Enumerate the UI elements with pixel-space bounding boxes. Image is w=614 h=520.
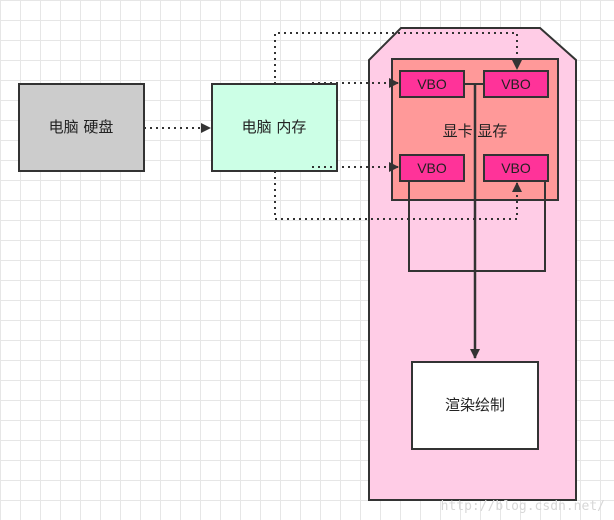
watermark: http://blog.csdn.net/ xyxy=(441,499,605,514)
node-render[interactable]: 渲染绘制 xyxy=(411,361,539,450)
edge-memory-to-vbo-4 xyxy=(274,171,522,220)
edge-memory-to-vbo-2 xyxy=(274,32,522,84)
vbo-4-label: VBO xyxy=(501,160,531,176)
node-disk[interactable]: 电脑 硬盘 xyxy=(18,83,145,172)
vbo-4[interactable]: VBO xyxy=(483,154,549,182)
vbo-1-label: VBO xyxy=(417,76,447,92)
vbo-2-label: VBO xyxy=(501,76,531,92)
node-memory-label: 电脑 内存 xyxy=(242,118,307,136)
vbo-1[interactable]: VBO xyxy=(399,70,465,98)
vbo-2[interactable]: VBO xyxy=(483,70,549,98)
node-disk-label: 电脑 硬盘 xyxy=(49,118,114,136)
connector-vbo-4-loop xyxy=(475,180,546,272)
node-memory[interactable]: 电脑 内存 xyxy=(211,83,338,172)
node-render-label: 渲染绘制 xyxy=(445,396,505,414)
vbo-3-label: VBO xyxy=(417,160,447,176)
vbo-3[interactable]: VBO xyxy=(399,154,465,182)
connector-vbo-3-loop xyxy=(408,180,475,272)
